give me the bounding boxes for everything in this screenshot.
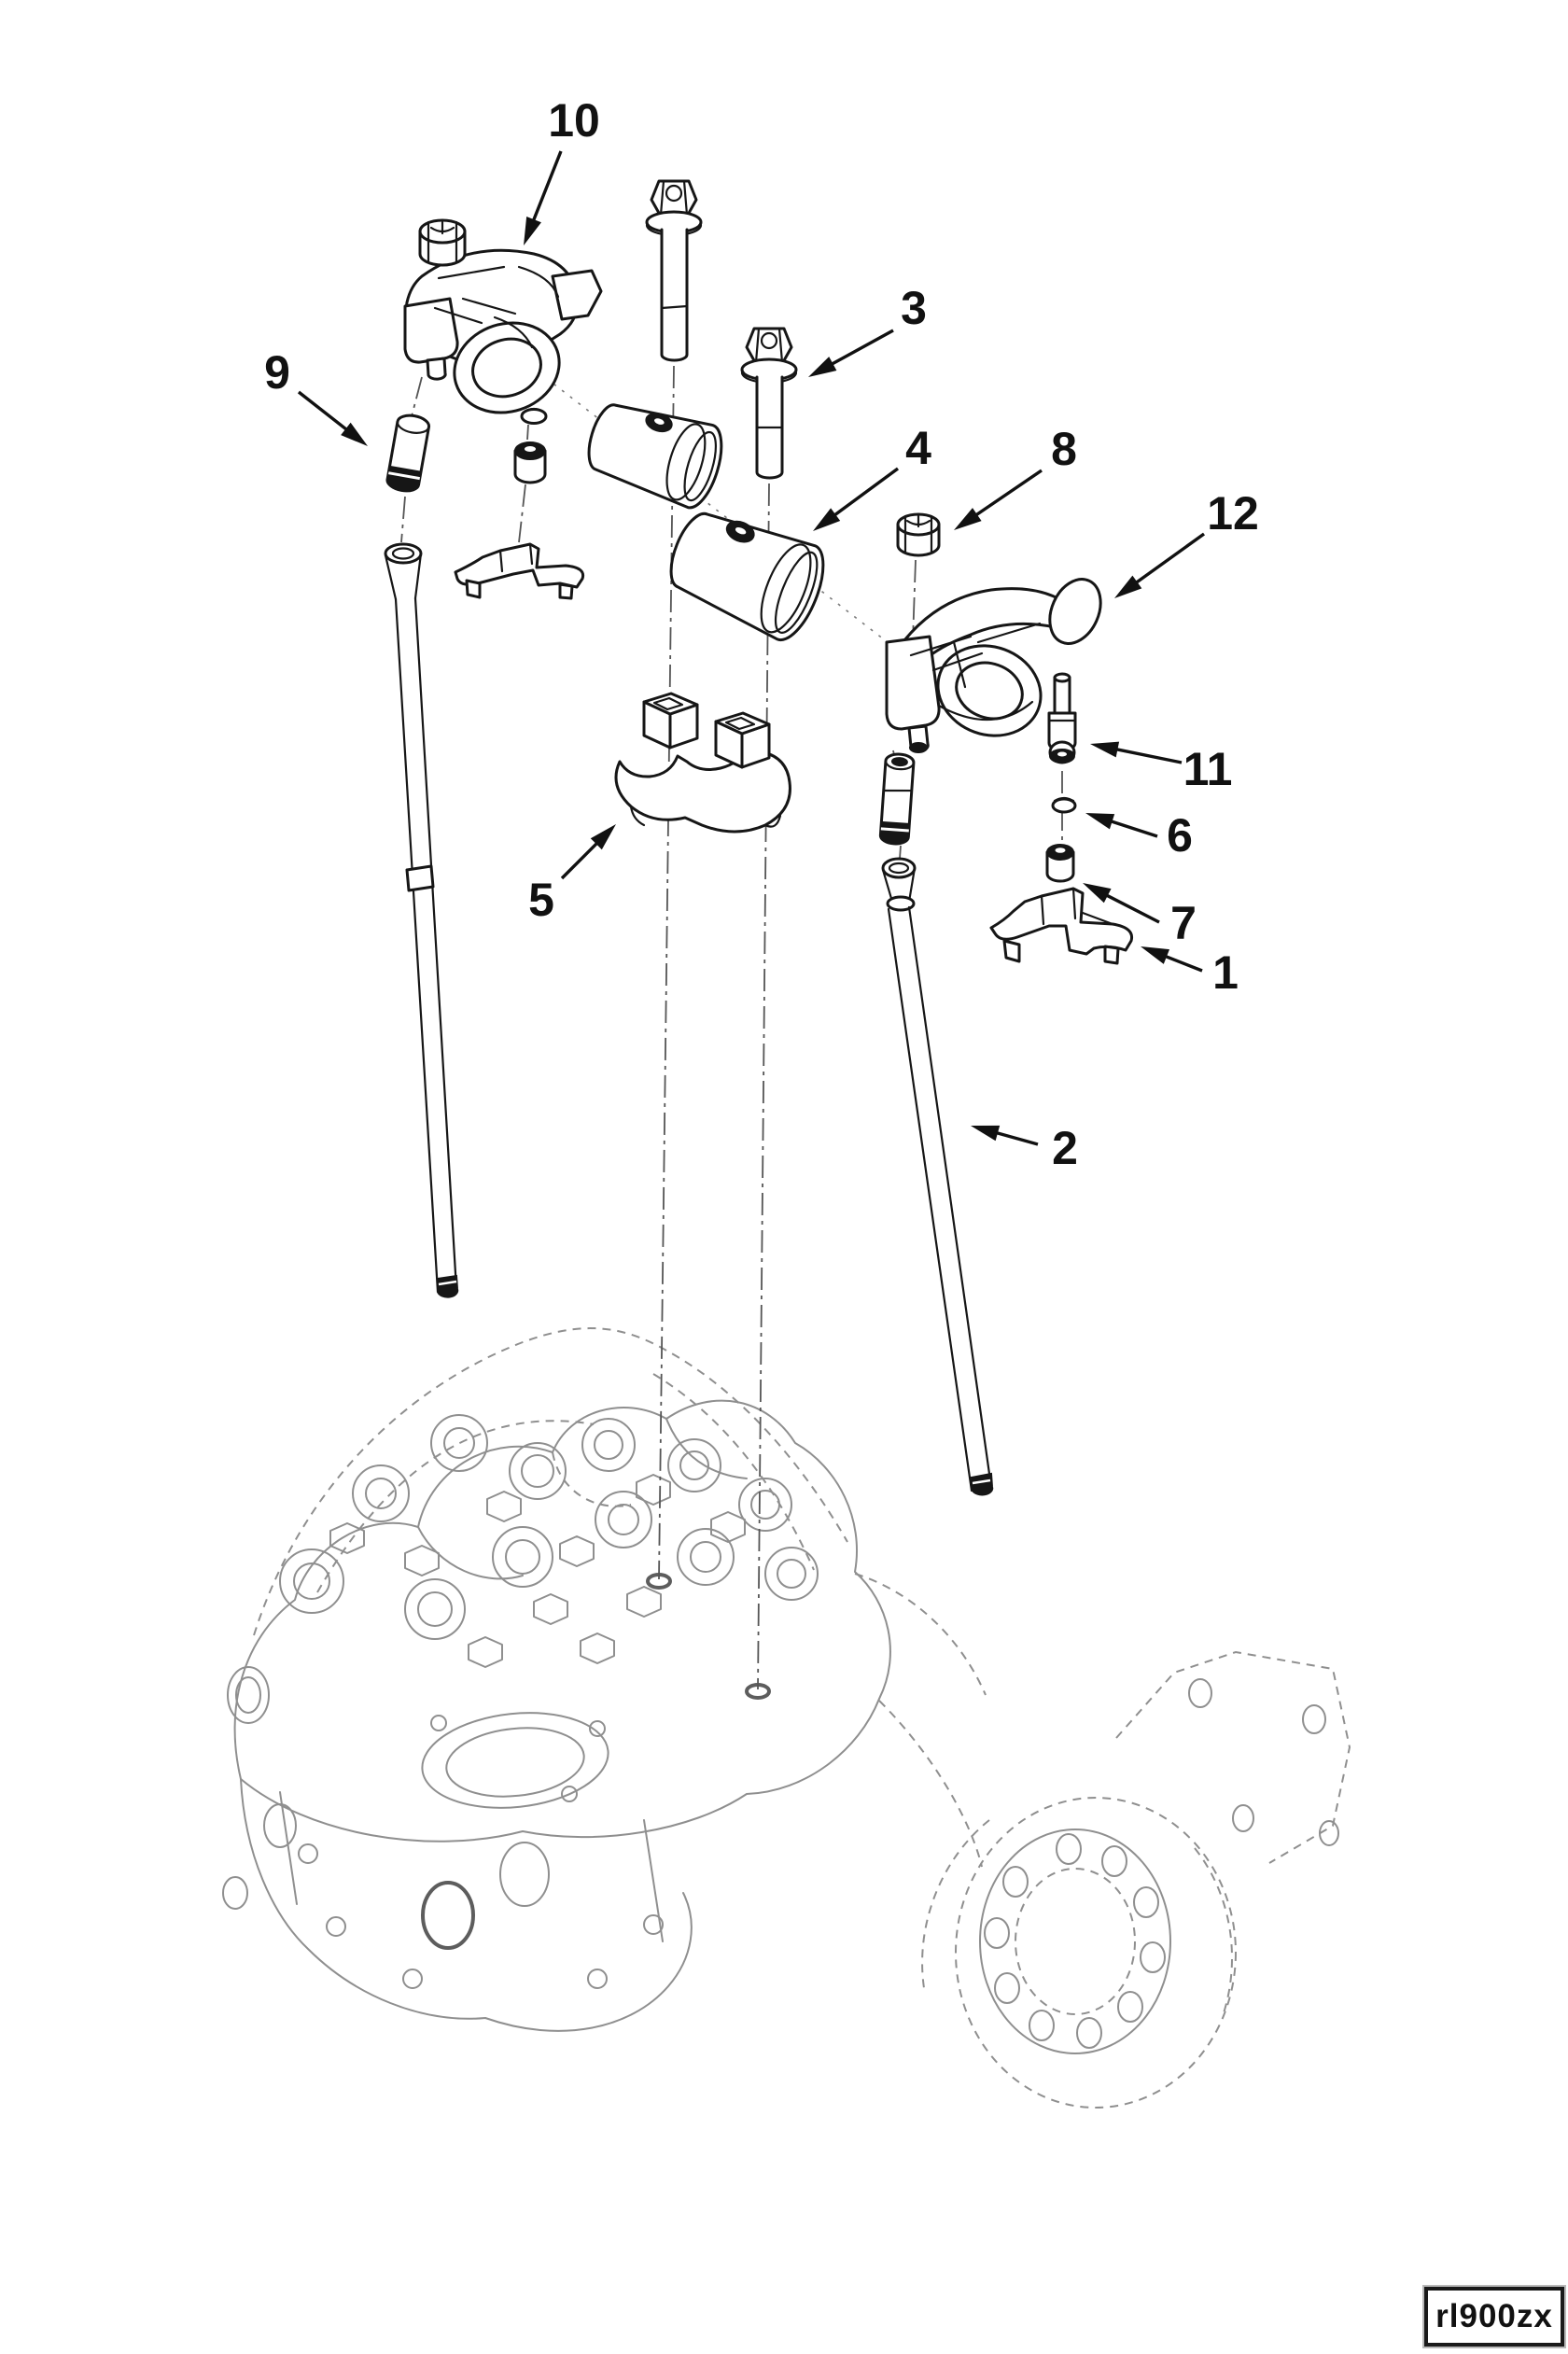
valve-spring-seats (279, 1414, 819, 1640)
callout-label: 3 (901, 282, 927, 334)
callout-arrow-line (530, 150, 563, 226)
callout-3: 3 (808, 282, 927, 377)
callout-6: 6 (1085, 809, 1193, 862)
head-top-bore (421, 1712, 609, 1809)
valve-stem-pin (878, 752, 916, 846)
callout-arrow-line (827, 329, 894, 368)
cylinder-head-block (222, 1327, 1351, 2109)
callout-10: 10 (524, 94, 600, 245)
callout-label: 11 (1183, 743, 1233, 795)
roller-pin-upper (587, 403, 723, 510)
callout-arrowhead (341, 422, 368, 446)
rocker-arm-exhaust (403, 248, 603, 414)
adjusting-screw-11 (1047, 672, 1077, 764)
callout-arrow-line (1112, 747, 1183, 764)
callout-arrowhead (1114, 575, 1142, 598)
callout-arrowhead (1141, 946, 1170, 964)
callout-arrow-line (560, 838, 602, 880)
callout-arrowhead (808, 357, 837, 377)
callout-arrowhead (954, 508, 982, 530)
callout-11: 11 (1090, 741, 1233, 795)
washer-and-cap-upper (513, 407, 548, 484)
callout-label: 7 (1170, 897, 1197, 949)
flywheel-housing (921, 1797, 1237, 2109)
cap-7 (1045, 844, 1075, 883)
callout-arrow-line (1131, 532, 1205, 587)
flanged-bolt (645, 179, 703, 362)
callout-label: 6 (1167, 809, 1193, 862)
callout-label: 5 (528, 874, 554, 926)
callout-1: 1 (1141, 946, 1239, 999)
callout-arrow-line (991, 1129, 1039, 1146)
callout-label: 1 (1212, 946, 1239, 999)
callout-arrow-line (297, 390, 352, 434)
callout-arrowhead (971, 1125, 1001, 1142)
callout-label: 8 (1051, 423, 1077, 475)
callout-label: 12 (1207, 487, 1259, 539)
callout-4: 4 (813, 422, 931, 531)
callout-7: 7 (1083, 883, 1197, 949)
lock-nut-8 (896, 512, 941, 557)
callout-arrowhead (813, 508, 841, 531)
callout-9: 9 (264, 346, 368, 446)
push-rod-2 (881, 857, 994, 1496)
callout-arrow-line (1106, 818, 1158, 838)
valve-guide-pin (385, 413, 430, 493)
flanged-bolt-3 (740, 327, 798, 480)
callout-2: 2 (971, 1122, 1078, 1174)
callout-8: 8 (954, 423, 1077, 530)
callout-arrow-line (830, 467, 900, 520)
crosshead-1 (989, 887, 1134, 965)
roller-pin-4 (669, 511, 825, 642)
figure-code: rl900zx (1424, 2287, 1564, 2347)
callout-label: 2 (1052, 1122, 1078, 1174)
callout-arrowhead (1085, 813, 1115, 830)
bolt-hole-targets (646, 1573, 771, 1700)
callout-label: 10 (548, 94, 600, 147)
callout-label: 4 (905, 422, 931, 474)
callout-5: 5 (528, 824, 616, 926)
support-bracket-5 (614, 692, 791, 834)
push-rod-left (384, 542, 459, 1298)
callout-arrowhead (590, 824, 616, 850)
rear-bracket (854, 1573, 1351, 1868)
lock-nut (418, 218, 467, 267)
callout-arrow-line (971, 469, 1043, 519)
washer-6 (1051, 796, 1077, 814)
callout-label: 9 (264, 346, 290, 399)
callout-arrowhead (1083, 883, 1112, 904)
head-nuts (329, 1474, 746, 1668)
crosshead-left (454, 542, 585, 600)
callout-arrowhead (524, 216, 541, 245)
callout-arrow-line (1101, 891, 1160, 924)
rocker-arm-intake (885, 578, 1102, 753)
callout-12: 12 (1114, 487, 1259, 598)
callout-arrow-line (1160, 953, 1203, 973)
callout-arrowhead (1090, 741, 1120, 758)
